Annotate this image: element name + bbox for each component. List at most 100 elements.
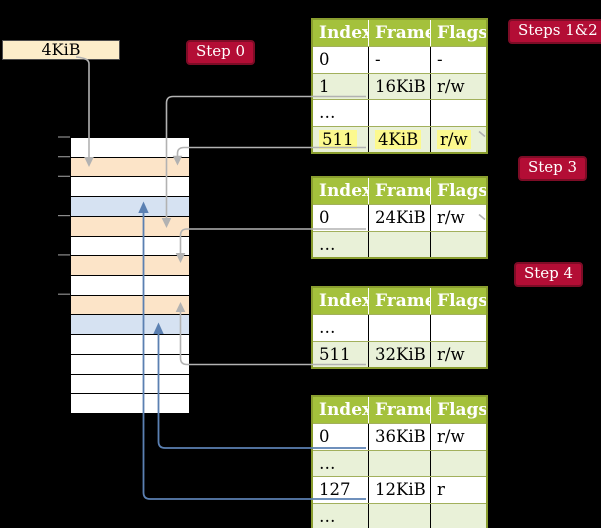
- cell-text: r/w: [437, 344, 465, 364]
- table-cell: [430, 231, 486, 258]
- steps-1-2-badge: Steps 1&2: [508, 19, 601, 44]
- table-cell: r/w: [430, 126, 486, 153]
- cell-text: 12KiB: [375, 480, 426, 500]
- cell-text: 511: [319, 344, 351, 364]
- table-row: 0 36KiB r/w: [313, 423, 486, 450]
- column-header: Flags: [430, 178, 486, 204]
- step-3-badge: Step 3: [518, 156, 588, 181]
- table-row: 1 16KiB r/w: [313, 72, 486, 100]
- table-cell: r/w: [430, 424, 486, 450]
- memory-row-white: [71, 394, 189, 414]
- table-cell: 16KiB: [368, 73, 430, 100]
- memory-row-white: [71, 335, 189, 355]
- memory-row-blue: [71, 197, 189, 217]
- cell-text: 0: [319, 208, 330, 227]
- physical-memory-column: [70, 137, 190, 414]
- table-row: …: [313, 502, 486, 528]
- table-cell: [368, 450, 430, 477]
- table-row: 127 12KiB r: [313, 476, 486, 503]
- table-cell: [430, 315, 486, 341]
- table-cell: …: [313, 504, 368, 528]
- table-cell: [368, 503, 430, 528]
- table-cell: [430, 450, 486, 477]
- table-row: …: [313, 99, 486, 126]
- memory-row-white: [71, 374, 189, 395]
- memory-row-blue: [71, 315, 189, 336]
- cell-text: 36KiB: [375, 427, 426, 446]
- column-header: Frame: [368, 178, 430, 204]
- column-header: Index: [319, 23, 368, 43]
- cell-text: r/w: [437, 208, 465, 227]
- column-header: Frame: [368, 397, 430, 423]
- table-cell: …: [313, 232, 368, 258]
- column-header: Index: [319, 291, 368, 311]
- memory-row-orange: [71, 157, 189, 178]
- column-header: Flags: [430, 20, 486, 46]
- cell-text: …: [319, 103, 336, 123]
- table-cell: 36KiB: [368, 424, 430, 450]
- cell-text: r/w: [437, 76, 465, 96]
- column-header: Flags: [430, 288, 486, 314]
- memory-row-orange: [71, 256, 189, 277]
- memory-row-orange: [71, 216, 189, 237]
- cell-text: 32KiB: [375, 344, 426, 364]
- memory-tick-marks: [58, 136, 70, 295]
- table-cell: [368, 315, 430, 341]
- memory-row-white: [71, 177, 189, 198]
- table-cell: 32KiB: [368, 341, 430, 368]
- table-row: …: [313, 230, 486, 258]
- cell-text: 4KiB: [375, 129, 422, 149]
- step-4-badge: Step 4: [514, 262, 584, 287]
- table-row: 0 24KiB r/w: [313, 204, 486, 231]
- cell-text: -: [437, 50, 443, 69]
- table-cell: 511: [313, 127, 368, 153]
- memory-row-orange: [71, 295, 189, 316]
- table-cell: 0: [313, 205, 368, 231]
- cell-text: r/w: [437, 427, 465, 446]
- table-cell: …: [313, 100, 368, 126]
- column-header: Frame: [368, 288, 430, 314]
- table-cell: -: [430, 47, 486, 73]
- cell-text: -: [375, 50, 381, 69]
- step-0-badge: Step 0: [186, 40, 256, 65]
- table-cell: …: [313, 315, 368, 341]
- table-cell: r/w: [430, 205, 486, 231]
- table-cell: r: [430, 477, 486, 503]
- table-cell: 24KiB: [368, 205, 430, 231]
- cell-text: 24KiB: [375, 208, 426, 227]
- table-row: …: [313, 314, 486, 341]
- memory-row-white: [71, 236, 189, 257]
- table-row: …: [313, 449, 486, 477]
- cell-text: …: [319, 234, 336, 254]
- cell-text: r: [437, 480, 445, 500]
- cell-text: …: [319, 453, 336, 473]
- table-cell: 1: [313, 74, 368, 100]
- table-cell: 511: [313, 342, 368, 368]
- table-cell: 0: [313, 424, 368, 450]
- column-header: Flags: [430, 397, 486, 423]
- memory-row-white: [71, 276, 189, 296]
- column-header: Frame: [368, 20, 430, 46]
- table-cell: 127: [313, 477, 368, 503]
- table-cell: 0: [313, 47, 368, 73]
- table-cell: r/w: [430, 73, 486, 100]
- table-cell: [430, 503, 486, 528]
- cell-text: …: [319, 318, 336, 337]
- frame-size-box: 4KiB: [2, 40, 120, 60]
- cell-text: 0: [319, 50, 330, 69]
- cell-text: …: [319, 506, 336, 526]
- cell-text: 127: [319, 480, 351, 500]
- cell-text: 16KiB: [375, 76, 426, 96]
- cell-text: 0: [319, 427, 330, 446]
- table-cell: …: [313, 451, 368, 477]
- column-header: Index: [319, 400, 368, 420]
- table-cell: [368, 100, 430, 126]
